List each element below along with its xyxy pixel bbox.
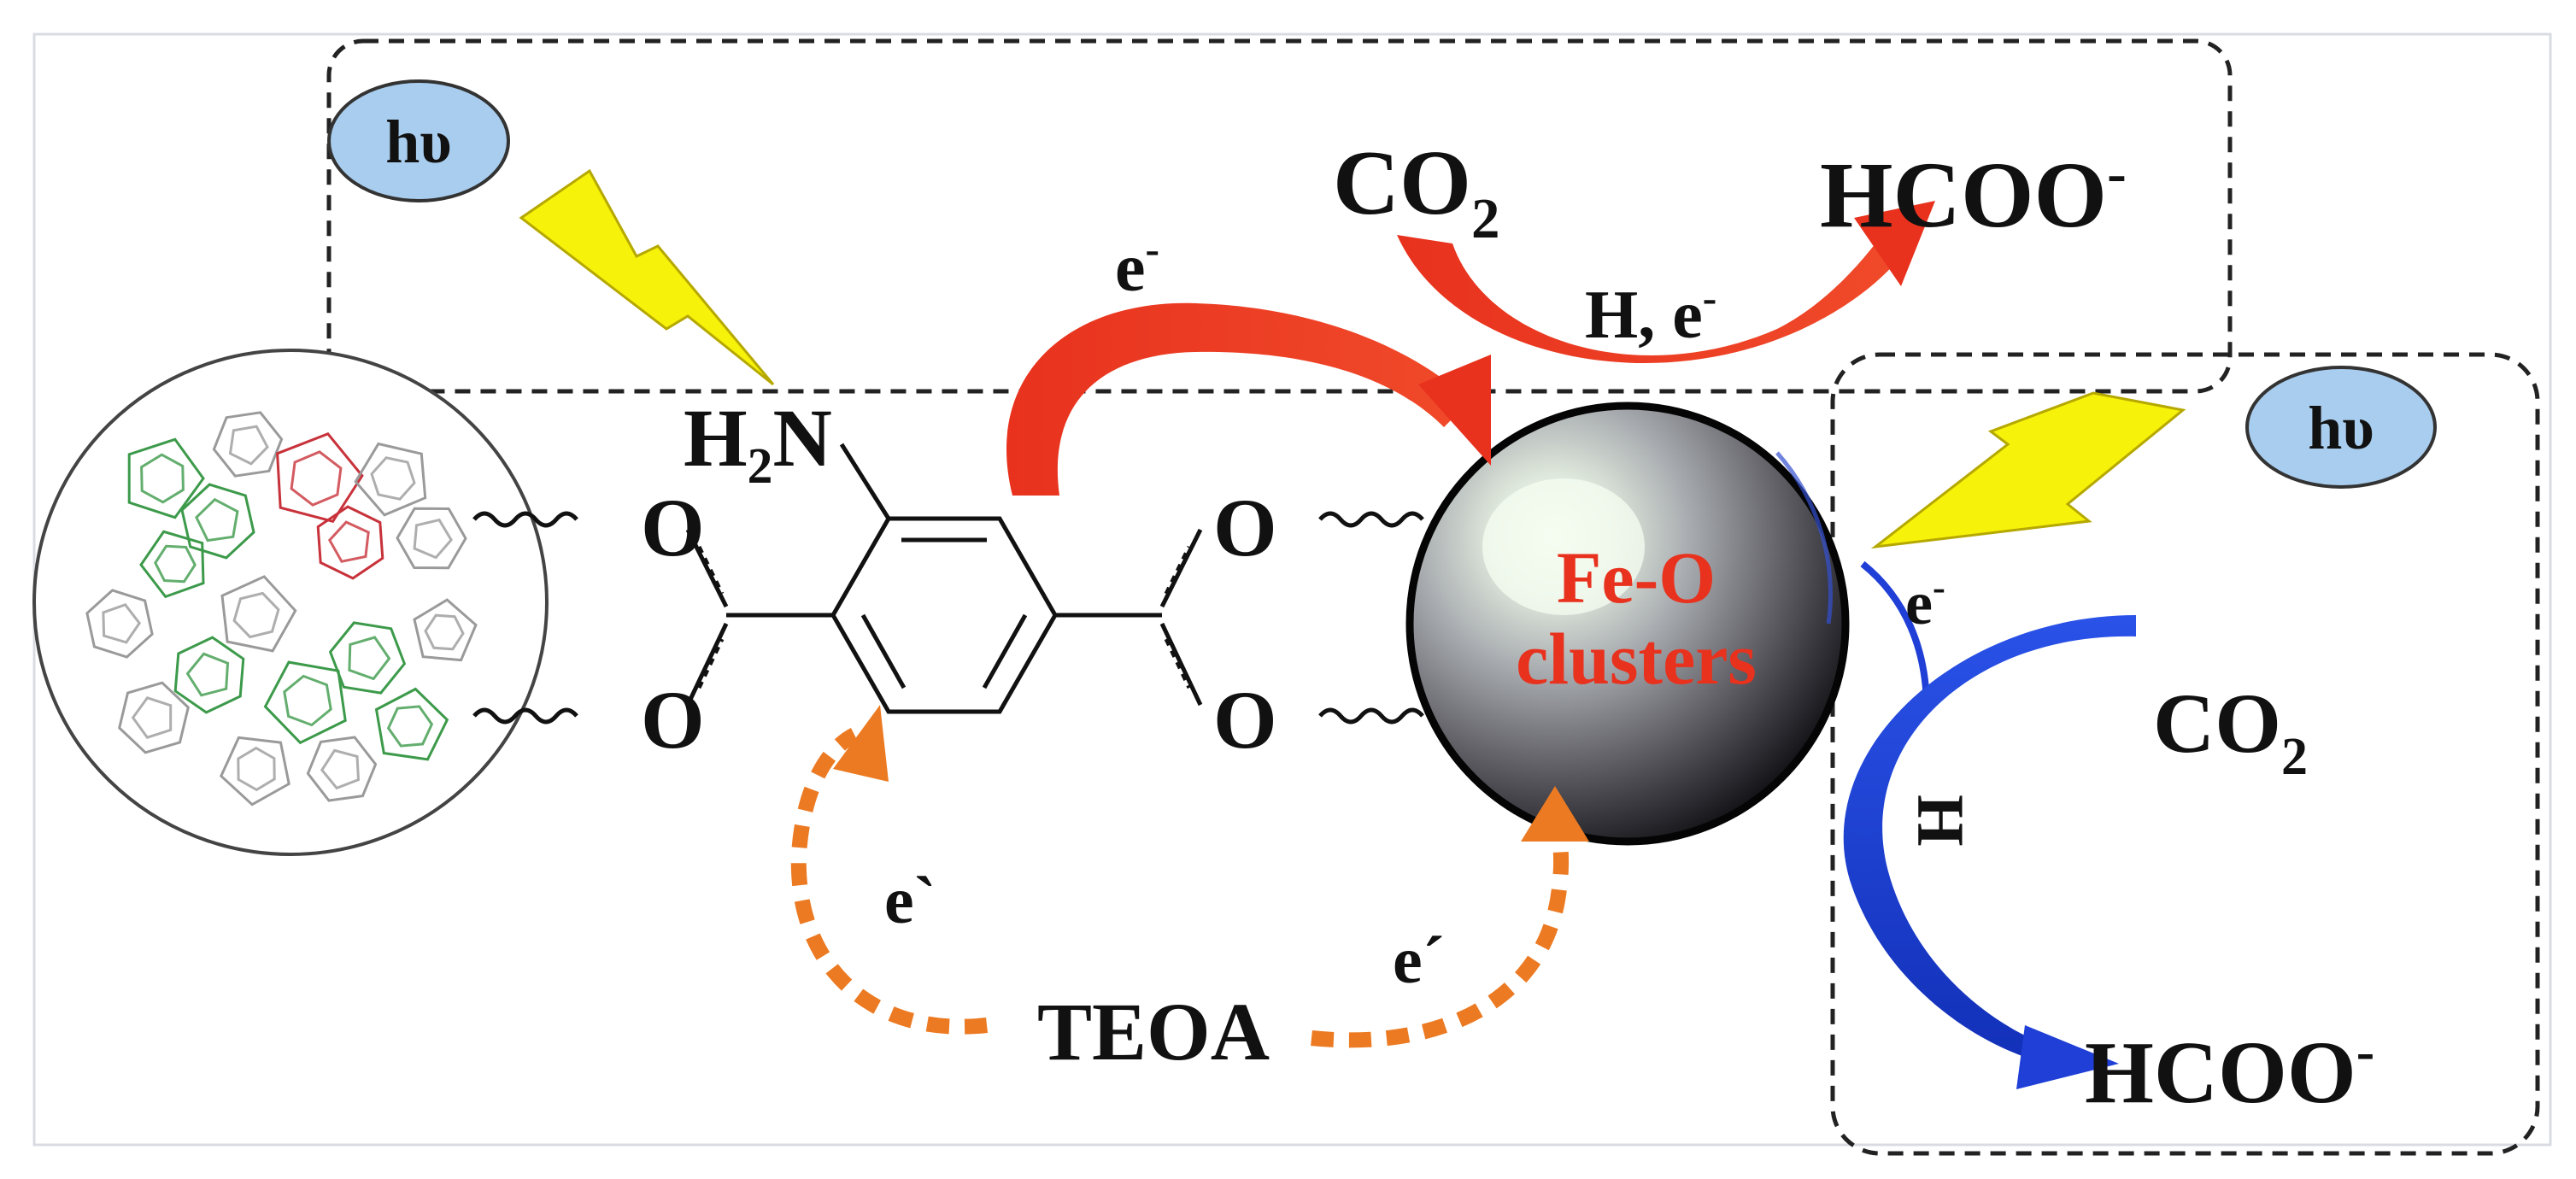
- mof-ring: [316, 505, 384, 580]
- mof-ring: [154, 544, 197, 584]
- mof-ring: [195, 497, 239, 543]
- co2-right-label: CO2: [2153, 676, 2308, 786]
- hv-label-right: hυ: [2308, 394, 2374, 462]
- mof-ring: [327, 520, 370, 563]
- red-arrow-electron-head: [1418, 355, 1491, 466]
- mof-ring: [219, 736, 290, 807]
- orange-arrow-head-left: [833, 705, 889, 782]
- hv-ellipse-right: [2245, 366, 2437, 489]
- oxygen-left-top: O: [641, 482, 705, 573]
- h-e-top-label: H, e-: [1585, 274, 1716, 353]
- red-arrow-co2-head: [1854, 201, 1935, 286]
- teoa-label: TEOA: [1037, 986, 1270, 1077]
- mof-ring: [320, 748, 361, 790]
- electron-arc-label: e-: [1115, 226, 1159, 306]
- mof-ring: [185, 652, 230, 697]
- lightning-bolt-top: [519, 168, 775, 386]
- orange-dotted-arrow-left: [790, 727, 988, 1035]
- mof-ring: [228, 425, 269, 466]
- hv-label-top: hυ: [385, 108, 451, 176]
- mof-ring: [374, 687, 449, 761]
- mof-ring: [180, 483, 255, 560]
- orange-arrow-head-right: [1521, 786, 1589, 842]
- oxygen-right-top: O: [1213, 482, 1277, 573]
- mof-ring: [127, 437, 205, 519]
- mof-ring: [212, 411, 284, 478]
- mof-ring: [424, 613, 465, 651]
- dashed-box-right: [1830, 352, 2540, 1156]
- mof-structure: [32, 349, 549, 856]
- electron-dotted-left-label: e`: [884, 863, 936, 937]
- mof-ring: [232, 591, 280, 639]
- mof-ring: [290, 450, 343, 507]
- mof-ring: [102, 603, 142, 644]
- mof-ring: [386, 705, 434, 748]
- amino-group-label: H2N: [684, 392, 832, 494]
- blue-arrow-head: [2016, 1025, 2119, 1089]
- oxygen-right-bottom: O: [1213, 674, 1277, 765]
- red-arrow-electron-transfer: [1006, 302, 1470, 496]
- mof-ring: [413, 518, 453, 560]
- mof-ring: [396, 507, 467, 570]
- linker-molecule: [685, 443, 1203, 714]
- mof-ring: [140, 453, 185, 504]
- h-right-label: H: [1904, 795, 1978, 847]
- mof-ring: [370, 456, 416, 501]
- mof-ring: [354, 442, 427, 517]
- mof-ring: [306, 736, 378, 802]
- electron-right-label: e-: [1905, 566, 1945, 637]
- electron-dotted-right-label: e´: [1393, 923, 1445, 997]
- dashed-box-top: [326, 38, 2233, 394]
- orange-dotted-arrow-right: [1311, 813, 1570, 1048]
- co2-top-label: CO2: [1333, 132, 1499, 250]
- blue-arrow-co2-reduction: [1843, 615, 2136, 1064]
- red-arrow-co2-reduction: [1397, 235, 1901, 364]
- hv-ellipse-top: [327, 79, 510, 202]
- fe-o-cluster-sphere: [1405, 402, 1850, 846]
- hcoo-top-label: HCOO-: [1820, 140, 2127, 247]
- mof-ring: [220, 575, 297, 653]
- cluster-label-line2: clusters: [1516, 618, 1757, 700]
- mof-ring: [131, 696, 173, 739]
- mof-ring: [237, 746, 276, 792]
- mof-ring: [263, 660, 347, 745]
- mof-ring: [283, 674, 332, 727]
- mof-ring: [173, 636, 245, 714]
- oxygen-left-bottom: O: [641, 674, 705, 765]
- mof-ring: [139, 530, 205, 599]
- wavy-bonds: [472, 511, 1424, 724]
- cluster-label-line1: Fe-O: [1557, 537, 1716, 619]
- hcoo-right-label: HCOO-: [2085, 1021, 2374, 1122]
- lightning-bolt-right: [1870, 391, 2186, 549]
- mof-ring: [413, 598, 478, 662]
- mof-ring: [348, 636, 391, 681]
- mof-ring: [118, 681, 190, 754]
- mof-ring: [85, 589, 154, 659]
- mof-ring: [328, 621, 407, 695]
